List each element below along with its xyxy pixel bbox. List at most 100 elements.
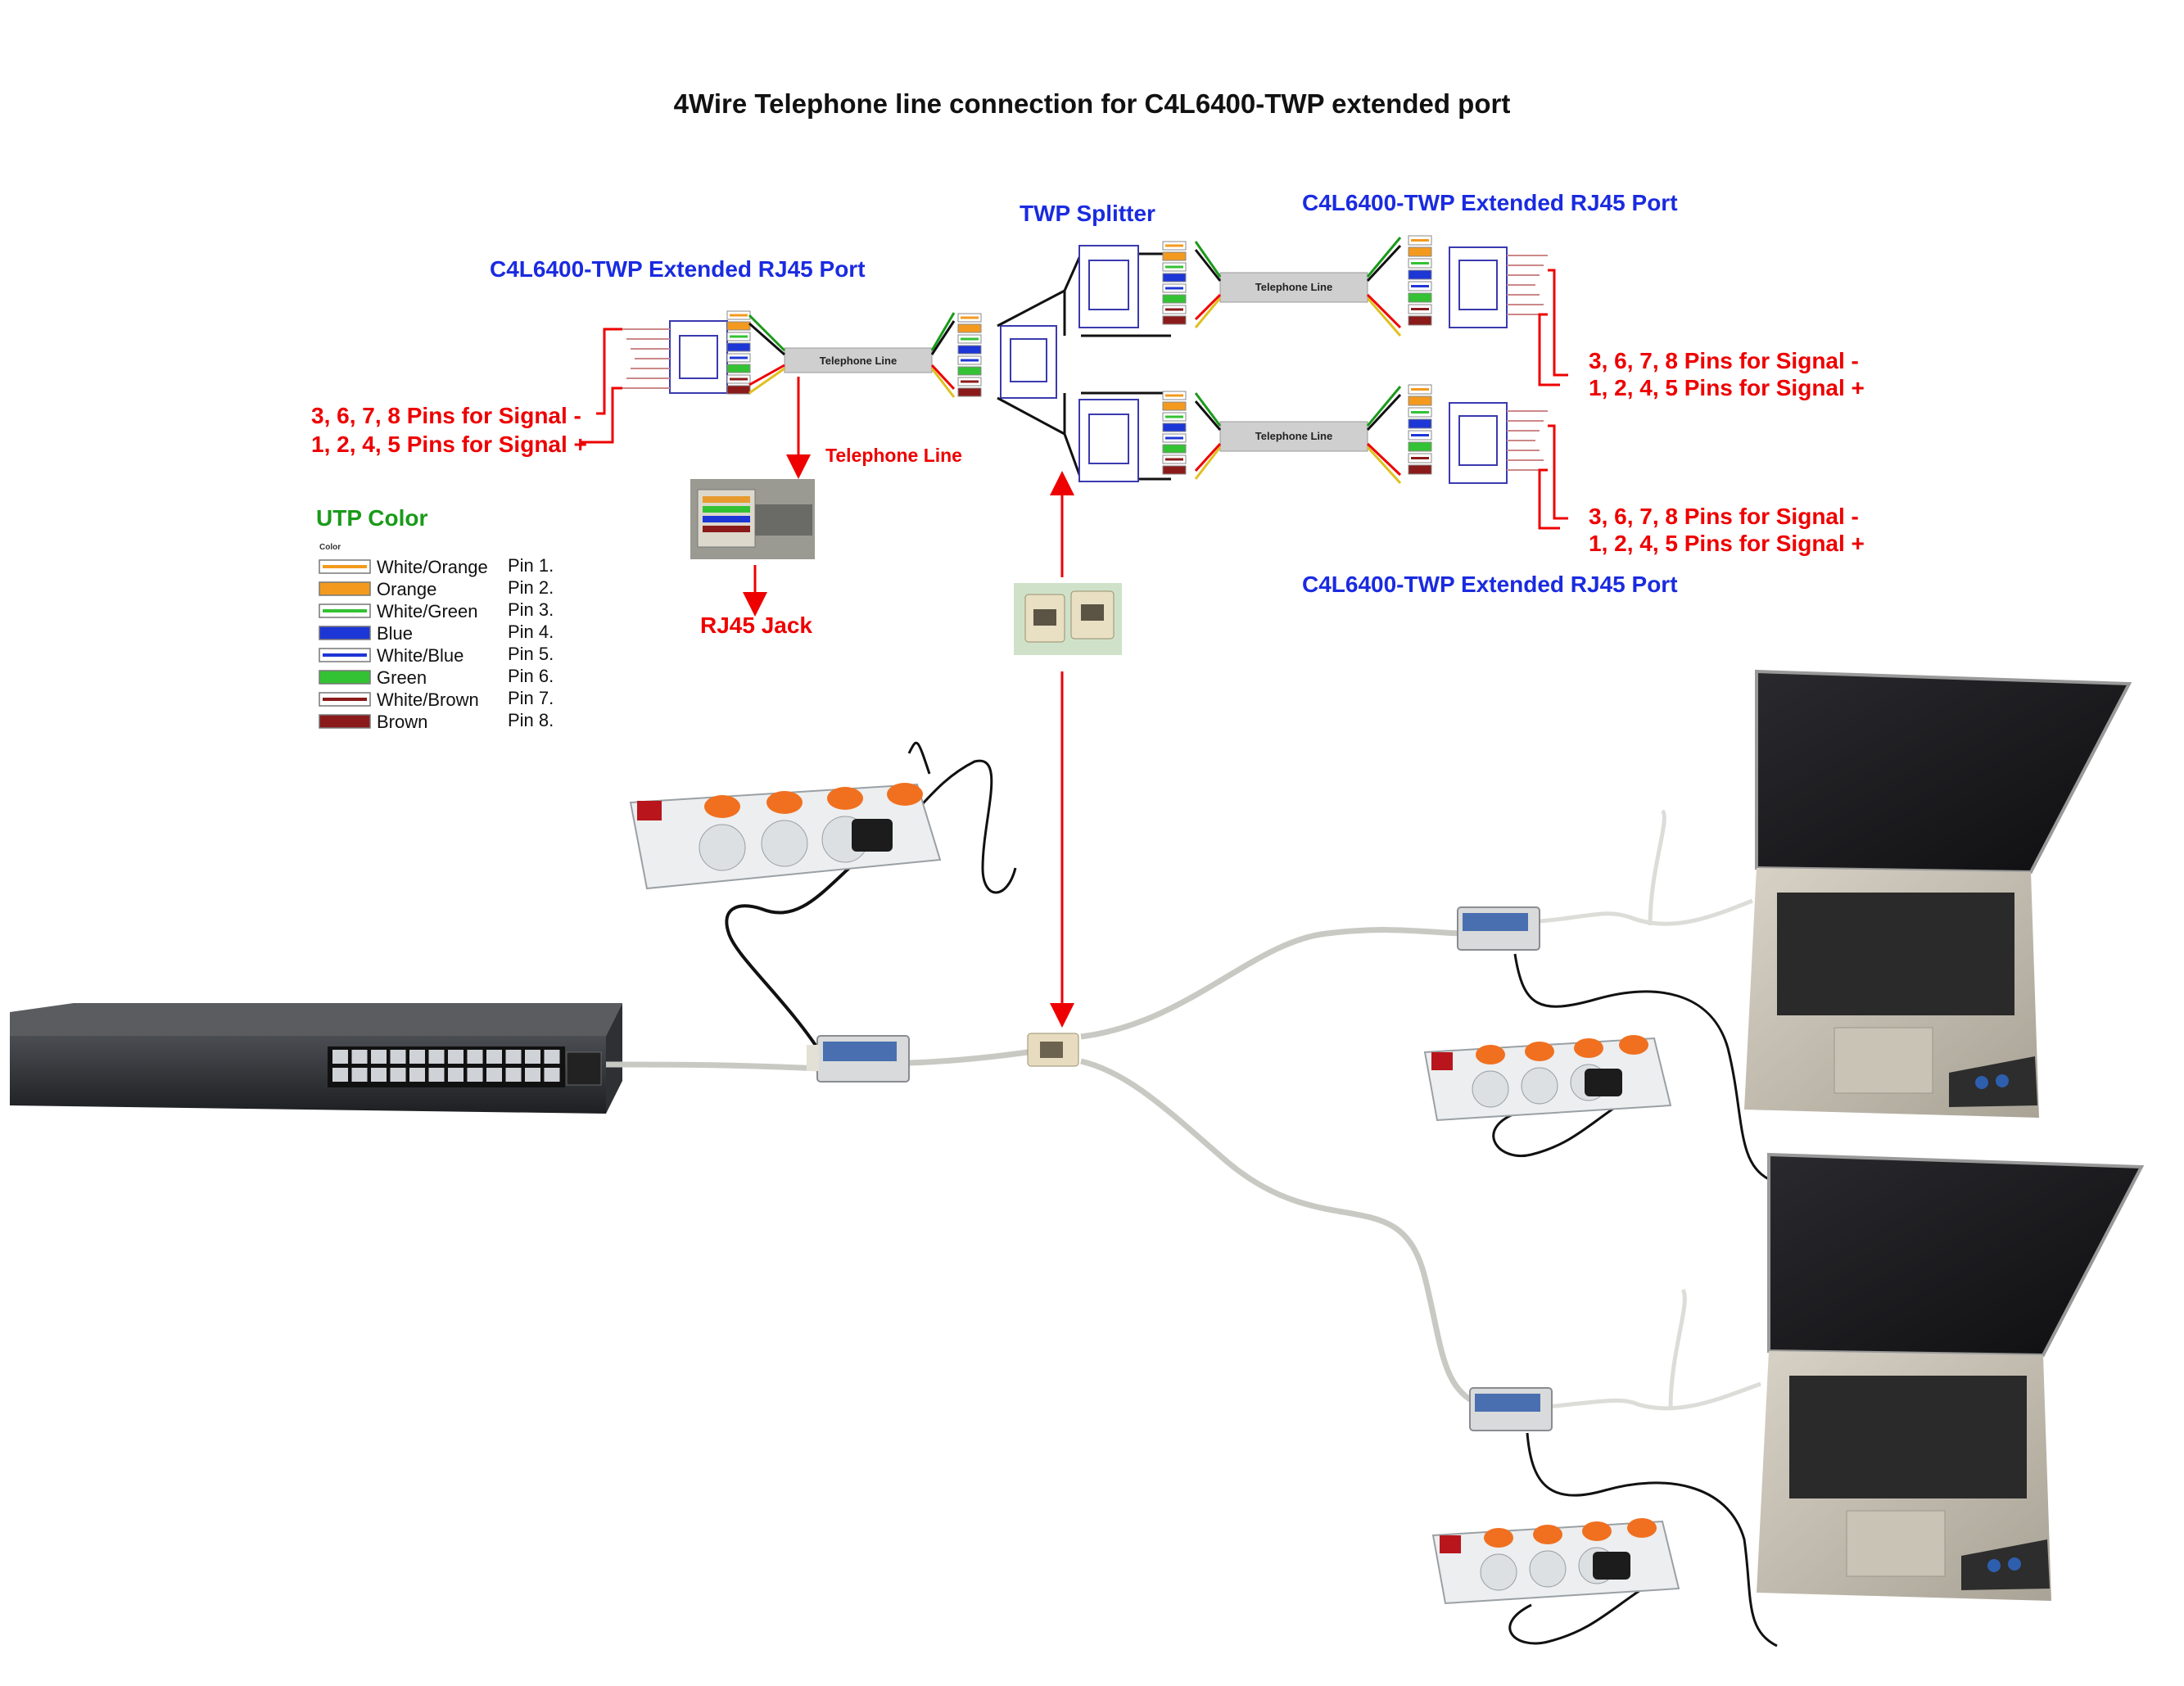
pin-leads-left	[622, 328, 670, 389]
wire-2	[1162, 251, 1187, 261]
signal-bracket-lines	[581, 269, 1568, 530]
wire-8	[957, 387, 982, 397]
legend-item-name: White/Blue	[377, 645, 464, 666]
switch-port	[332, 1050, 348, 1064]
wire-2	[1408, 246, 1432, 257]
switch-port	[351, 1050, 368, 1064]
diagram-title: 4Wire Telephone line connection for C4L6…	[673, 88, 1511, 119]
telephone-line-cable-3	[1219, 421, 1368, 452]
wire-stripe-5	[1411, 285, 1429, 287]
wire-stripe-5	[1165, 436, 1183, 440]
switch-port	[467, 1068, 483, 1082]
switch-port	[486, 1050, 502, 1064]
wire-6	[1408, 441, 1432, 452]
wire-stack-split-top	[1162, 241, 1187, 325]
legend-heading: UTP Color	[316, 505, 428, 531]
label-splitter: TWP Splitter	[1020, 201, 1155, 226]
wire-4	[1162, 423, 1187, 432]
switch-port	[544, 1050, 560, 1064]
wire-stripe-1	[1411, 388, 1429, 391]
label-telephone-line-box-1: Telephone Line	[819, 355, 898, 367]
splitter-output-port-bottom	[1078, 399, 1139, 482]
wire-stack-split-bottom	[1162, 391, 1187, 475]
legend-item-pin: Pin 4.	[508, 622, 554, 642]
rj45-port-left	[669, 320, 728, 394]
wire-stripe-5	[1411, 434, 1429, 436]
wire-6	[1162, 444, 1187, 454]
wire-stripe-1	[1165, 394, 1183, 397]
wire-8	[726, 385, 751, 395]
label-port-bottom-right: C4L6400-TWP Extended RJ45 Port	[1302, 572, 1678, 597]
legend-swatch-8	[319, 714, 371, 729]
legend-sub-heading: Color	[319, 543, 341, 552]
wire-stripe-3	[961, 337, 979, 341]
wire-6	[957, 366, 982, 376]
splitter-output-port-top	[1078, 245, 1139, 328]
wire-stripe-3	[730, 335, 748, 338]
legend-swatch-7	[319, 692, 371, 707]
wire-8	[1408, 464, 1432, 475]
legend-item-name: Blue	[377, 623, 414, 644]
switch-port	[371, 1050, 387, 1064]
wire-stripe-1	[1411, 239, 1429, 242]
switch-port	[448, 1050, 463, 1064]
easy-utp-box-center	[807, 1035, 910, 1083]
rj45-jack-photo	[690, 479, 815, 559]
cables	[605, 741, 1778, 1648]
label-signal-minus-right-bottom: 3, 6, 7, 8 Pins for Signal -	[1589, 504, 1859, 529]
legend-swatch-1	[319, 559, 371, 574]
telephone-line-cable-1	[784, 347, 933, 373]
easy-utp-box-bottom-right	[1469, 1387, 1553, 1431]
wire-4	[1408, 269, 1432, 280]
wire-stripe-7	[1411, 457, 1429, 459]
rj45-coupler	[1027, 1033, 1079, 1067]
wire-8	[1162, 315, 1187, 325]
legend-item-pin: Pin 7.	[508, 688, 554, 708]
label-telephone-line-box-2: Telephone Line	[1255, 281, 1333, 293]
wire-8	[1408, 315, 1432, 326]
wire-2	[1408, 396, 1432, 406]
legend-item-pin: Pin 1.	[508, 555, 554, 576]
pin-leads-right	[1507, 255, 1548, 471]
legend-swatch-3	[319, 603, 371, 618]
label-port-left: C4L6400-TWP Extended RJ45 Port	[490, 256, 866, 282]
splitter-coupler-photo	[1014, 583, 1122, 655]
wire-stack-mid	[957, 313, 982, 397]
wire-6	[726, 364, 751, 373]
wire-stripe-7	[730, 377, 748, 381]
switch-port	[409, 1068, 425, 1082]
legend-swatch-2	[319, 581, 371, 596]
switch-port	[390, 1068, 406, 1082]
switch-port	[351, 1068, 368, 1082]
legend-item-pin: Pin 8.	[508, 710, 554, 730]
legend-item-name: Orange	[377, 579, 437, 599]
legend-item-pin: Pin 5.	[508, 644, 554, 664]
wire-4	[1162, 273, 1187, 283]
switch-port	[544, 1068, 560, 1082]
wire-2	[726, 321, 751, 331]
wire-stripe-5	[961, 359, 979, 362]
laptop-top	[1744, 669, 2132, 1118]
wire-stack-right-top	[1408, 235, 1432, 326]
label-signal-minus-left: 3, 6, 7, 8 Pins for Signal -	[311, 403, 581, 428]
label-telephone-line-box-3: Telephone Line	[1255, 430, 1333, 442]
wire-stripe-7	[1411, 308, 1429, 310]
power-strip-right-top	[1423, 1035, 1672, 1122]
switch-port	[409, 1050, 425, 1064]
label-signal-plus-left: 1, 2, 4, 5 Pins for Signal +	[311, 432, 587, 457]
wire-stripe-3	[1165, 265, 1183, 269]
rj45-port-right-bottom	[1449, 402, 1508, 484]
wire-stripe-7	[1165, 308, 1183, 311]
wire-stripe-1	[961, 316, 979, 319]
cross-wires-2	[1194, 237, 1402, 485]
easy-utp-box-top-right	[1457, 906, 1540, 951]
telephone-line-cable-2	[1219, 272, 1368, 303]
switch-port	[371, 1068, 387, 1082]
switch-port	[428, 1050, 445, 1064]
wire-stripe-5	[1165, 287, 1183, 290]
legend-item-name: White/Green	[377, 601, 478, 622]
legend-swatch-6	[319, 670, 371, 685]
network-switch	[10, 1003, 622, 1114]
